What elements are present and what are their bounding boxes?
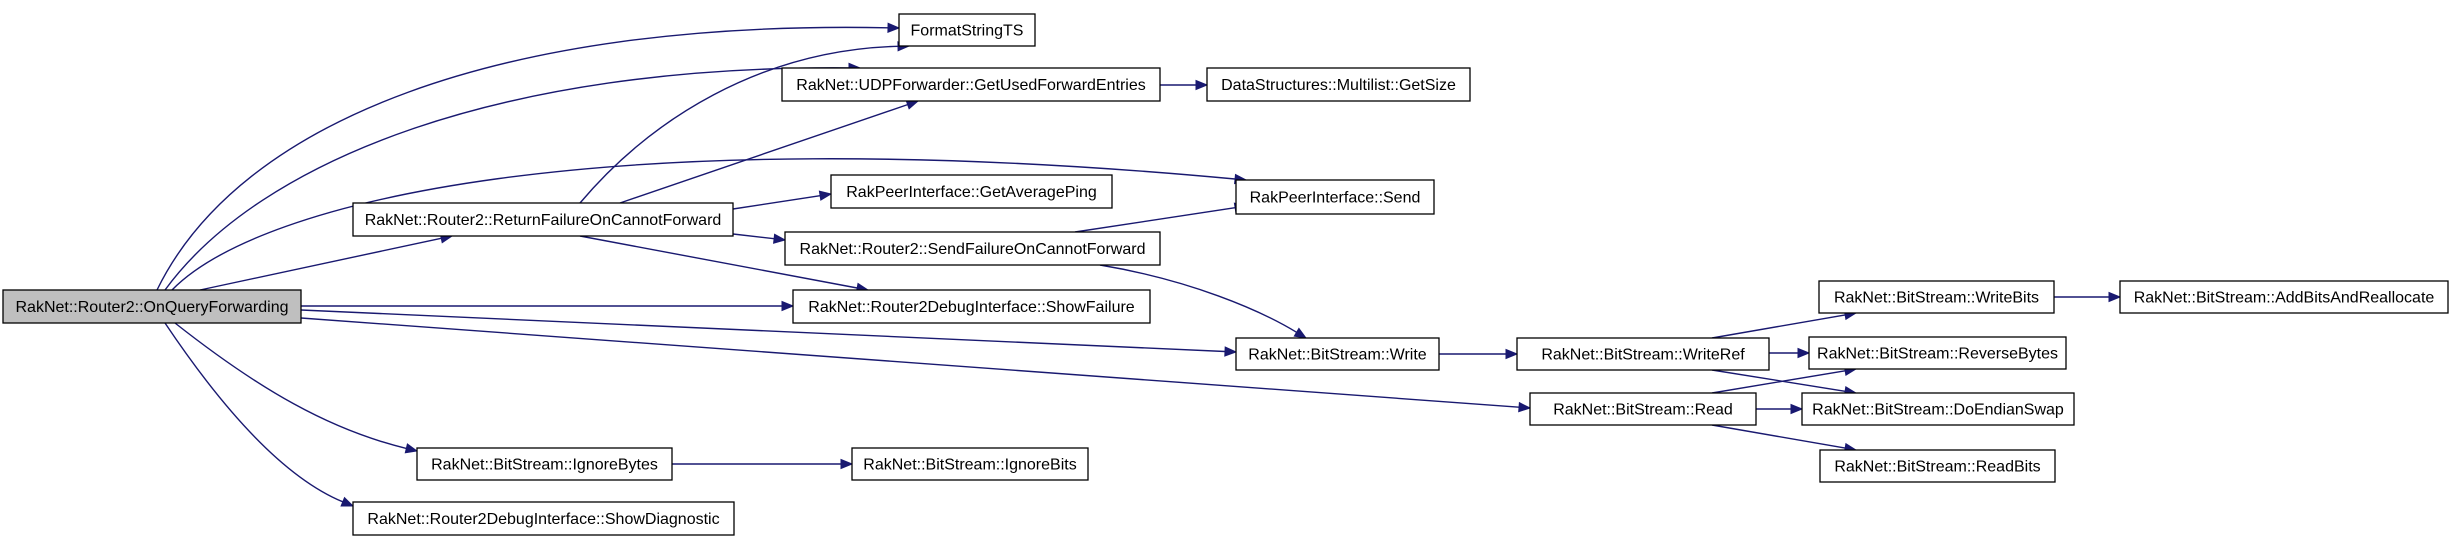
edge-n17-n18 [672,458,854,470]
edge-line [1711,314,1846,339]
node-bitstream-ignorebytes[interactable]: RakNet::BitStream::IgnoreBytes [416,447,673,481]
edge-line [579,235,858,289]
edge-line [199,237,442,291]
edge-n0-n9 [300,309,1238,357]
edge-n4-n5 [732,190,833,210]
node-router2-returnfailureoncannotforward[interactable]: RakNet::Router2::ReturnFailureOnCannotFo… [352,202,734,237]
edge-line [1711,369,1846,392]
edge-n7-n9 [1099,264,1308,339]
arrowhead-icon [1505,348,1519,360]
edge-line [171,158,1236,291]
node-label: RakNet::Router2::OnQueryForwarding [16,299,289,316]
arrowhead-icon [781,300,795,312]
edge-line [732,233,775,240]
node-formatstringts[interactable]: FormatStringTS [898,13,1036,47]
arrowhead-icon [1790,403,1804,415]
edge-line [619,103,908,204]
node-router2debuginterface-showfailure[interactable]: RakNet::Router2DebugInterface::ShowFailu… [792,289,1151,324]
edge-line [164,67,850,291]
node-label: RakNet::BitStream::Read [1553,402,1733,419]
node-bitstream-ignorebits[interactable]: RakNet::BitStream::IgnoreBits [851,447,1089,481]
node-label: RakNet::Router2::SendFailureOnCannotForw… [800,241,1146,258]
arrowhead-icon [1518,401,1532,413]
node-rakpeerinterface-send[interactable]: RakPeerInterface::Send [1235,179,1435,215]
node-label: RakNet::Router2DebugInterface::ShowDiagn… [367,511,719,528]
edge-line [1711,370,1846,394]
edge-n0-n15 [300,317,1532,413]
node-bitstream-reversebytes[interactable]: RakNet::BitStream::ReverseBytes [1808,336,2067,370]
node-label: RakNet::BitStream::Write [1248,347,1427,364]
edge-n10-n13 [1769,347,1811,359]
node-label: RakPeerInterface::Send [1250,190,1421,207]
node-bitstream-addbitsandreallocate[interactable]: RakNet::BitStream::AddBitsAndReallocate [2119,280,2449,314]
edge-n10-n14 [1711,369,1858,397]
edge-n0-n17 [174,322,419,454]
arrowhead-icon [2108,291,2122,303]
node-label: RakNet::BitStream::DoEndianSwap [1812,402,2064,419]
edge-n11-n12 [2054,291,2122,303]
node-label: RakNet::Router2DebugInterface::ShowFailu… [808,299,1134,316]
edge-line [732,195,821,210]
node-bitstream-writeref[interactable]: RakNet::BitStream::WriteRef [1516,337,1770,371]
edge-n10-n11 [1711,309,1858,339]
edge-n4-n7 [732,233,787,244]
node-rakpeerinterface-getaverageping[interactable]: RakPeerInterface::GetAveragePing [830,174,1113,209]
node-bitstream-readbits[interactable]: RakNet::BitStream::ReadBits [1819,449,2056,483]
node-label: RakNet::BitStream::IgnoreBits [863,457,1076,474]
node-bitstream-read[interactable]: RakNet::BitStream::Read [1529,392,1757,426]
arrowhead-icon [818,190,833,201]
edge-n0-n19 [164,322,355,507]
edge-line [156,26,889,291]
edge-n2-n3 [1160,79,1209,91]
node-router2-sendfailureoncannotforward[interactable]: RakNet::Router2::SendFailureOnCannotForw… [784,231,1161,266]
edge-line [1074,207,1236,233]
node-bitstream-writebits[interactable]: RakNet::BitStream::WriteBits [1818,280,2055,314]
edge-line [300,317,1520,408]
node-label: RakNet::BitStream::AddBitsAndReallocate [2134,290,2435,307]
node-udpforwarder-getusedforwardentries[interactable]: RakNet::UDPForwarder::GetUsedForwardEntr… [781,67,1161,102]
edge-line [300,309,1226,353]
arrowhead-icon [773,233,787,244]
node-label: RakNet::BitStream::ReverseBytes [1817,346,2058,363]
nodes-layer: RakNet::Router2::OnQueryForwarding Forma… [2,13,2449,536]
edge-n0-n8 [301,300,795,312]
arrowhead-icon [340,496,355,507]
node-label: DataStructures::Multilist::GetSize [1221,77,1456,94]
node-label: RakNet::BitStream::IgnoreBytes [431,457,658,474]
arrowhead-icon [404,443,419,454]
node-label: RakNet::UDPForwarder::GetUsedForwardEntr… [796,77,1145,94]
edge-line [1711,424,1846,449]
arrowhead-icon [1797,347,1811,359]
edge-n0-n1 [156,22,901,291]
node-label: RakNet::Router2::ReturnFailureOnCannotFo… [365,212,722,229]
arrowhead-icon [1224,346,1238,357]
node-label: RakNet::BitStream::WriteBits [1834,290,2039,307]
node-bitstream-doendianswap[interactable]: RakNet::BitStream::DoEndianSwap [1801,392,2075,426]
edge-line [174,322,407,450]
node-bitstream-write[interactable]: RakNet::BitStream::Write [1235,337,1440,371]
node-label: FormatStringTS [911,23,1024,40]
node-label: RakNet::BitStream::ReadBits [1834,459,2040,476]
node-label: RakNet::BitStream::WriteRef [1541,347,1745,364]
edge-n15-n14 [1756,403,1804,415]
edge-line [1099,264,1297,333]
edges-layer [156,22,2122,507]
arrowhead-icon [840,458,854,470]
node-label: RakPeerInterface::GetAveragePing [846,184,1097,201]
edge-line [164,322,344,503]
arrowhead-icon [887,22,901,34]
edge-n9-n10 [1439,348,1519,360]
edge-n15-n16 [1711,424,1858,454]
node-router2debuginterface-showdiagnostic[interactable]: RakNet::Router2DebugInterface::ShowDiagn… [352,501,735,536]
edge-n0-n4 [199,233,454,291]
node-router2-onqueryforwarding[interactable]: RakNet::Router2::OnQueryForwarding [2,289,302,324]
edge-line [579,45,899,204]
node-multilist-getsize[interactable]: DataStructures::Multilist::GetSize [1206,67,1471,102]
arrowhead-icon [1195,79,1209,91]
arrowhead-icon [1293,327,1308,339]
